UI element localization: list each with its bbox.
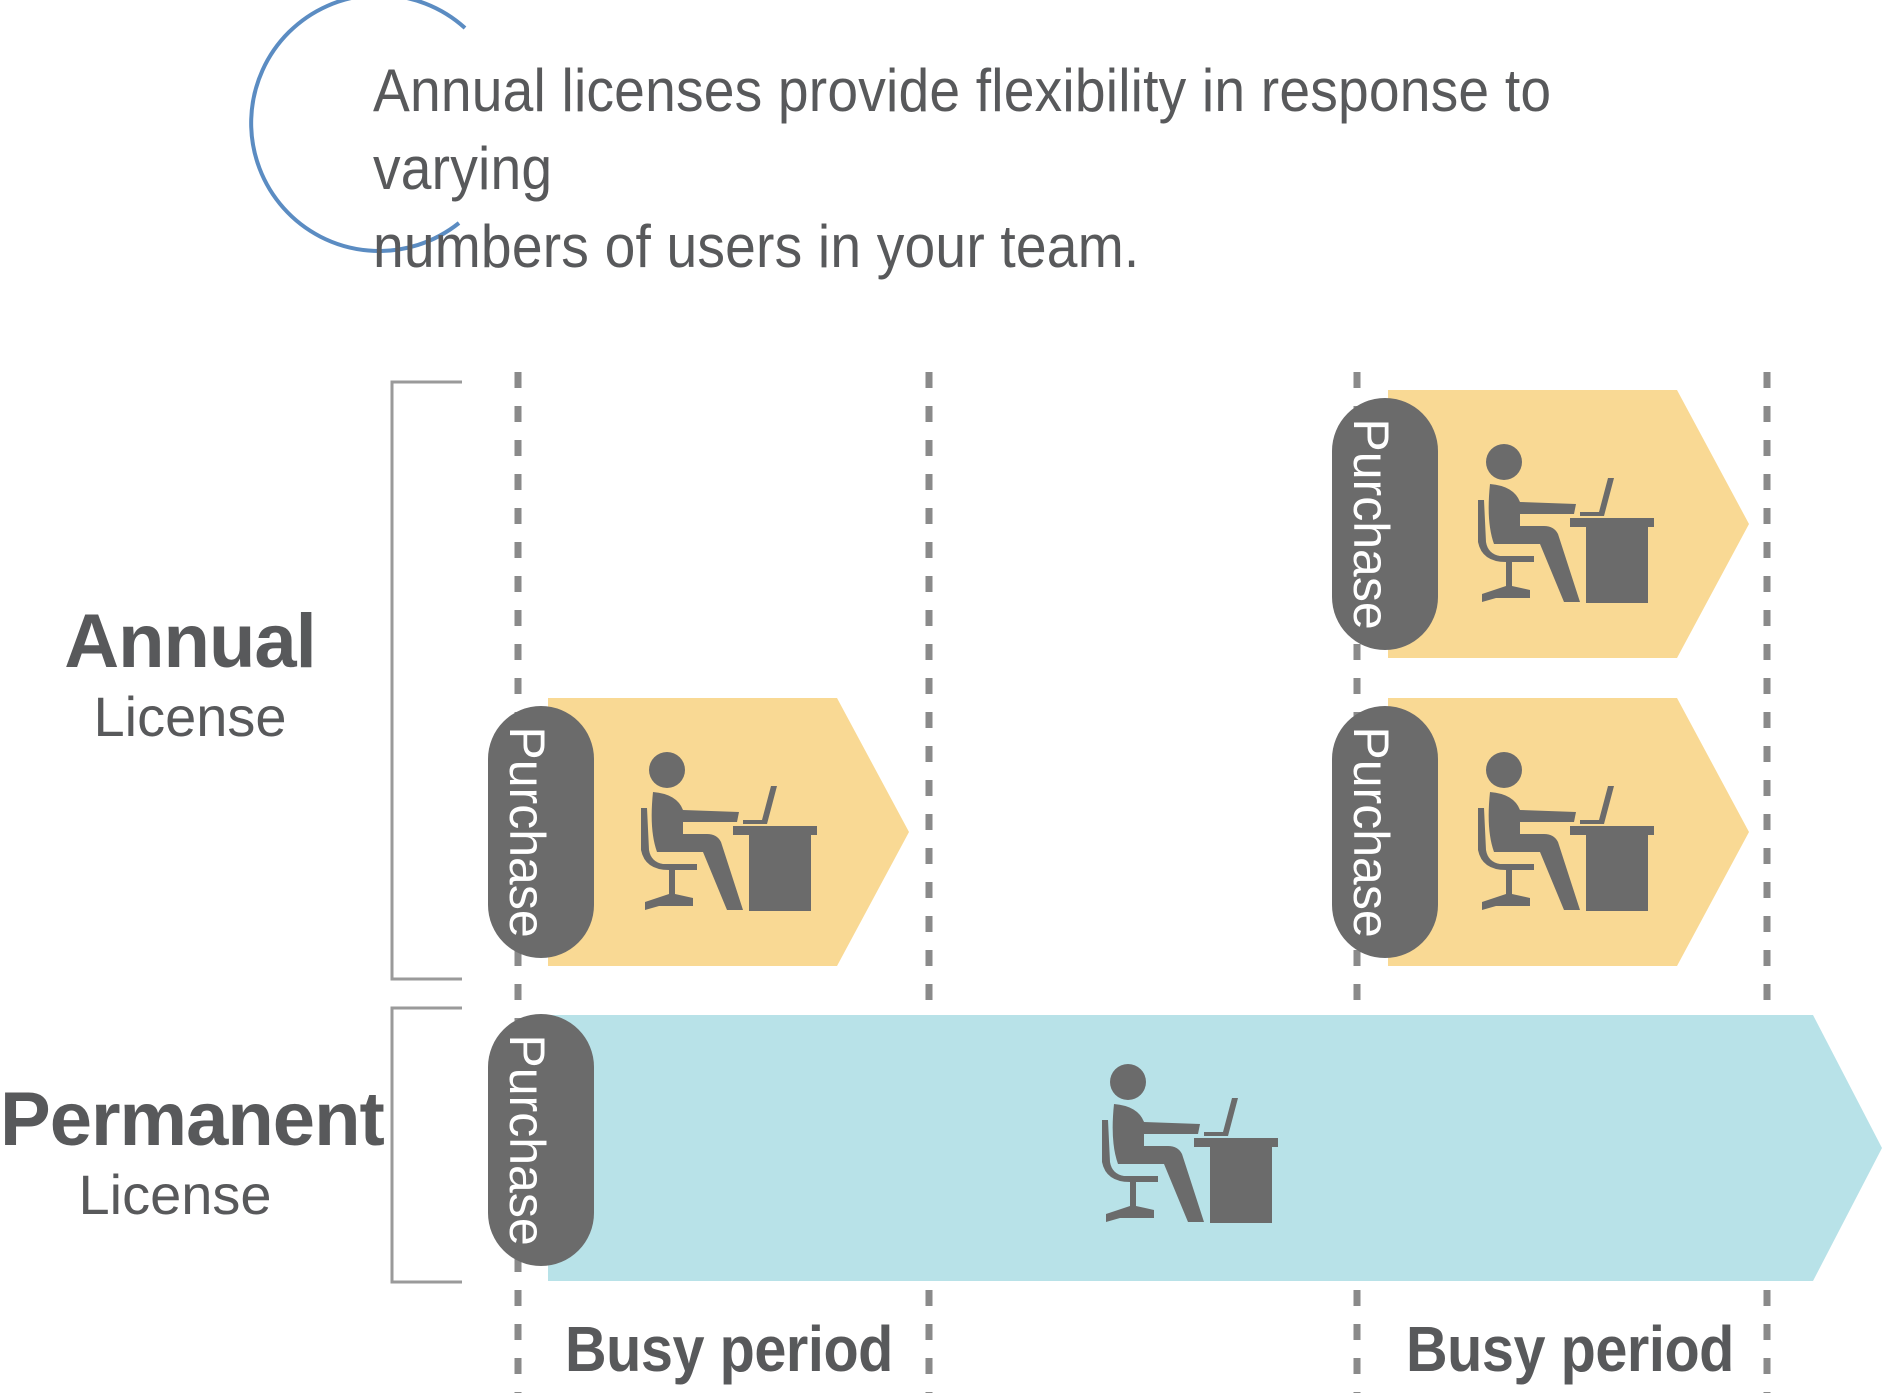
purchase-tag-2: [1332, 398, 1438, 650]
heading-line-1: Annual licenses provide flexibility in r…: [373, 57, 1552, 202]
purchase-label-2: Purchase: [1343, 418, 1399, 629]
busy-period-label-1: Busy period: [565, 1313, 893, 1385]
permanent-label-main: Permanent: [0, 1077, 385, 1162]
permanent-label-sub: License: [78, 1163, 272, 1226]
annual-license-arrow-3: [1388, 698, 1749, 966]
permanent-license-label: Permanent License: [0, 1077, 385, 1228]
purchase-tag-1: [488, 706, 594, 958]
heading-line-2: numbers of users in your team.: [373, 213, 1140, 280]
annual-label-sub: License: [93, 685, 287, 748]
annual-license-arrow-1: [548, 698, 909, 966]
busy-period-label-2: Busy period: [1406, 1313, 1734, 1385]
annual-license-arrow-2: [1388, 390, 1749, 658]
permanent-bracket: [390, 1006, 462, 1284]
arc-icon: [249, 0, 467, 253]
annual-label-main: Annual: [64, 599, 317, 684]
purchase-tag-3: [1332, 706, 1438, 958]
annual-license-label: Annual License: [40, 600, 340, 750]
purchase-label-3: Purchase: [1343, 726, 1399, 937]
purchase-label-4: Purchase: [499, 1034, 555, 1245]
annual-bracket: [390, 380, 462, 981]
purchase-label-1: Purchase: [499, 726, 555, 937]
heading: Annual licenses provide flexibility in r…: [373, 52, 1735, 286]
purchase-tag-4: [488, 1014, 594, 1266]
